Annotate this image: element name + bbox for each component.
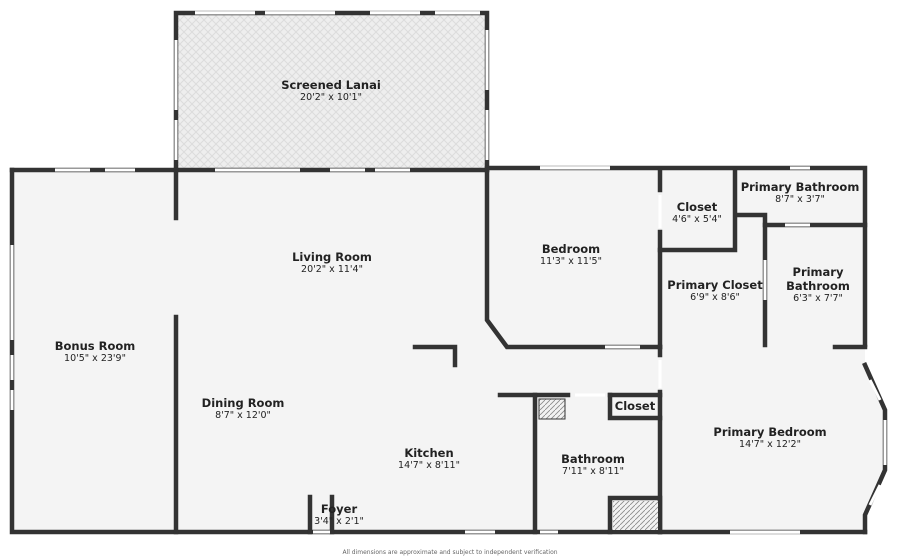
room-name: Bonus Room (54, 339, 136, 353)
main-floor (12, 168, 885, 532)
room-name: Primary Bedroom (713, 425, 827, 439)
room-name: Screened Lanai (281, 78, 381, 92)
room-dims: 8'7" x 3'7" (775, 194, 825, 205)
room-name: Primary Bathroom (786, 265, 850, 293)
room-dims: 3'4" x 2'1" (314, 516, 364, 527)
room-dims: 10'5" x 23'9" (64, 353, 126, 364)
room-name: Living Room (292, 250, 372, 264)
window-sills (195, 10, 800, 535)
room-dims: 4'6" x 5'4" (672, 214, 722, 225)
room-name: Primary Closet (667, 278, 763, 292)
room-name: Primary Bathroom (740, 180, 860, 194)
room-dims: 6'9" x 8'6" (690, 292, 740, 303)
room-name: Closet (676, 200, 718, 214)
room-dims: 20'2" x 11'4" (301, 264, 363, 275)
room-dims: 7'11" x 8'11" (562, 466, 624, 477)
room-name: Bedroom (541, 242, 601, 256)
room-closet-2: Closet (615, 399, 655, 413)
room-name: Closet (614, 399, 656, 413)
room-name: Bathroom (561, 452, 625, 466)
room-dims: 8'7" x 12'0" (215, 410, 271, 421)
windows (10, 11, 887, 534)
room-dims: 6'3" x 7'7" (793, 293, 843, 304)
room-name: Foyer (320, 502, 358, 516)
room-dims: 14'7" x 12'2" (739, 439, 801, 450)
room-dims: 14'7" x 8'11" (398, 460, 460, 471)
room-name: Dining Room (201, 396, 285, 410)
room-dims: 11'3" x 11'5" (540, 256, 602, 267)
room-name: Kitchen (404, 446, 454, 460)
hatched-fixture (613, 501, 658, 530)
room-dims: 20'2" x 10'1" (300, 92, 362, 103)
disclaimer: All dimensions are approximate and subje… (342, 549, 558, 556)
hatched-fixture (538, 398, 566, 420)
lanai-floor (176, 13, 487, 170)
